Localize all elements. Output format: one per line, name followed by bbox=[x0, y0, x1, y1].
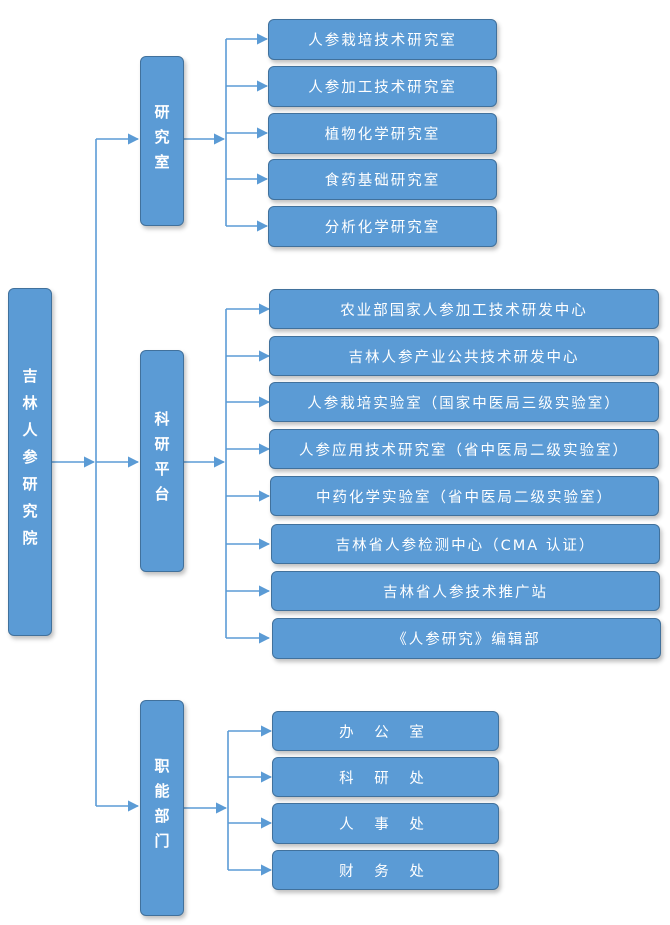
leaf-node: 吉林省人参技术推广站 bbox=[271, 571, 660, 611]
leaf-node: 人参应用技术研究室（省中医局二级实验室） bbox=[269, 429, 659, 469]
root-label: 吉林人参研究院 bbox=[20, 367, 39, 557]
branch-label: 职能部门 bbox=[152, 758, 171, 858]
leaf-node: 财 务 处 bbox=[272, 850, 499, 890]
leaf-node: 人参栽培技术研究室 bbox=[268, 19, 497, 60]
leaf-node: 人 事 处 bbox=[272, 803, 499, 844]
leaf-node: 植物化学研究室 bbox=[268, 113, 497, 154]
leaf-node: 分析化学研究室 bbox=[268, 206, 497, 247]
branch-label: 研究室 bbox=[152, 103, 171, 179]
leaf-node: 吉林人参产业公共技术研发中心 bbox=[269, 336, 659, 376]
branch-node-research-labs: 研究室 bbox=[140, 56, 184, 226]
branch-label: 科研平台 bbox=[152, 411, 171, 511]
leaf-node: 《人参研究》编辑部 bbox=[272, 618, 661, 659]
leaf-node: 人参栽培实验室（国家中医局三级实验室） bbox=[269, 382, 659, 422]
leaf-node: 吉林省人参检测中心（CMA 认证） bbox=[271, 524, 660, 564]
branch-node-functional-departments: 职能部门 bbox=[140, 700, 184, 916]
leaf-node: 办 公 室 bbox=[272, 711, 499, 751]
leaf-node: 科 研 处 bbox=[272, 757, 499, 797]
branch-node-research-platforms: 科研平台 bbox=[140, 350, 184, 572]
leaf-node: 人参加工技术研究室 bbox=[268, 66, 497, 107]
root-node: 吉林人参研究院 bbox=[8, 288, 52, 636]
leaf-node: 食药基础研究室 bbox=[268, 159, 497, 200]
leaf-node: 中药化学实验室（省中医局二级实验室） bbox=[270, 476, 659, 516]
leaf-node: 农业部国家人参加工技术研发中心 bbox=[269, 289, 659, 329]
